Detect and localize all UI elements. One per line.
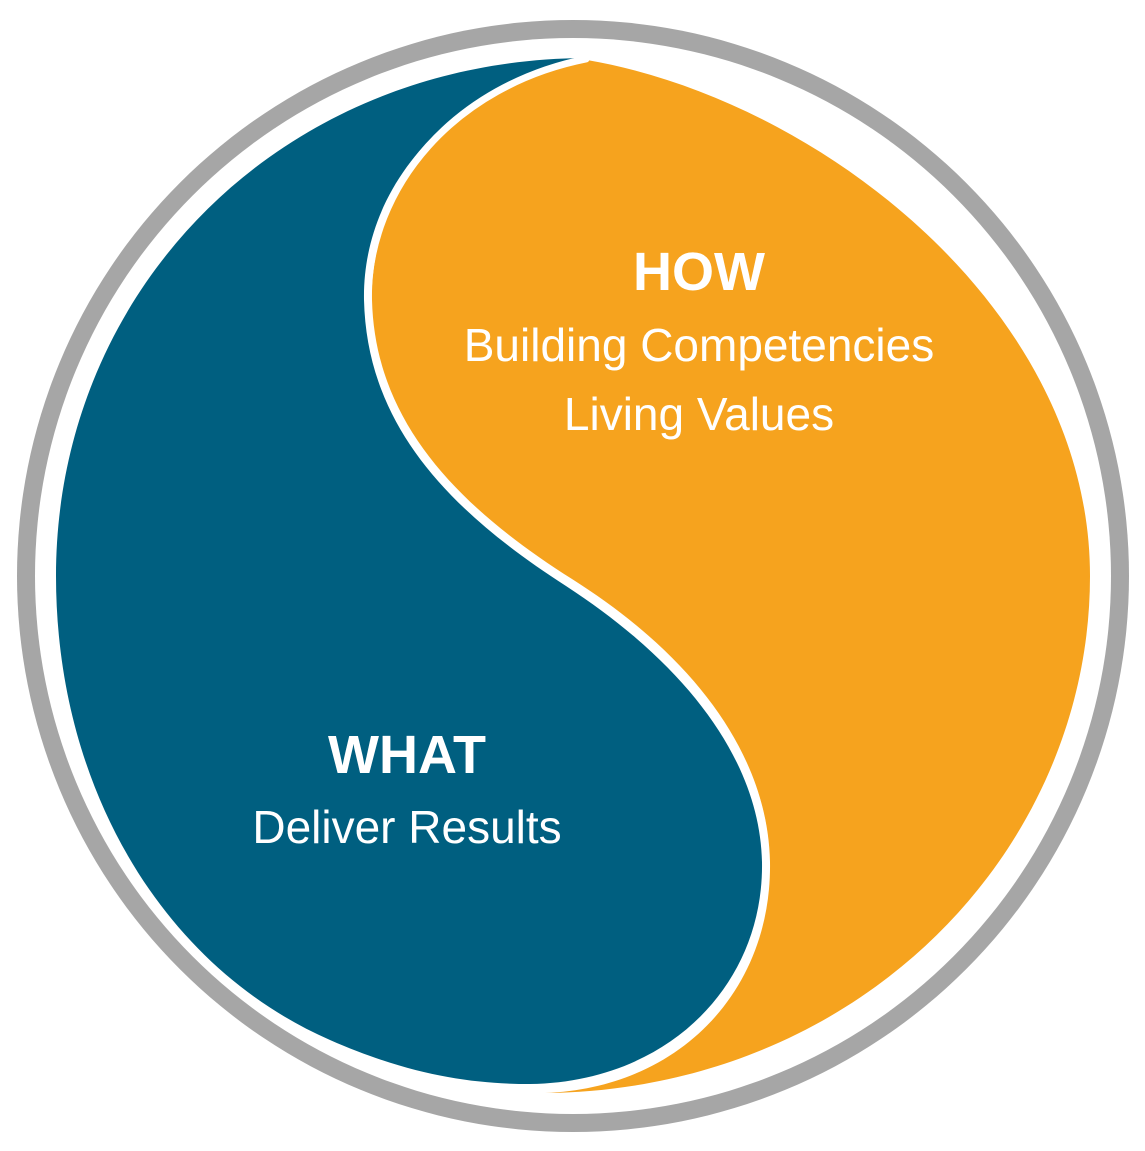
how-heading: HOW (633, 242, 765, 302)
what-heading: WHAT (328, 725, 486, 785)
what-line-deliver-results: Deliver Results (252, 801, 561, 853)
how-line-building-competencies: Building Competencies (464, 319, 935, 371)
what-segment (56, 58, 763, 1084)
s-curve-divider (364, 55, 770, 1093)
how-segment (371, 60, 1091, 1093)
how-line-living-values: Living Values (564, 388, 834, 440)
